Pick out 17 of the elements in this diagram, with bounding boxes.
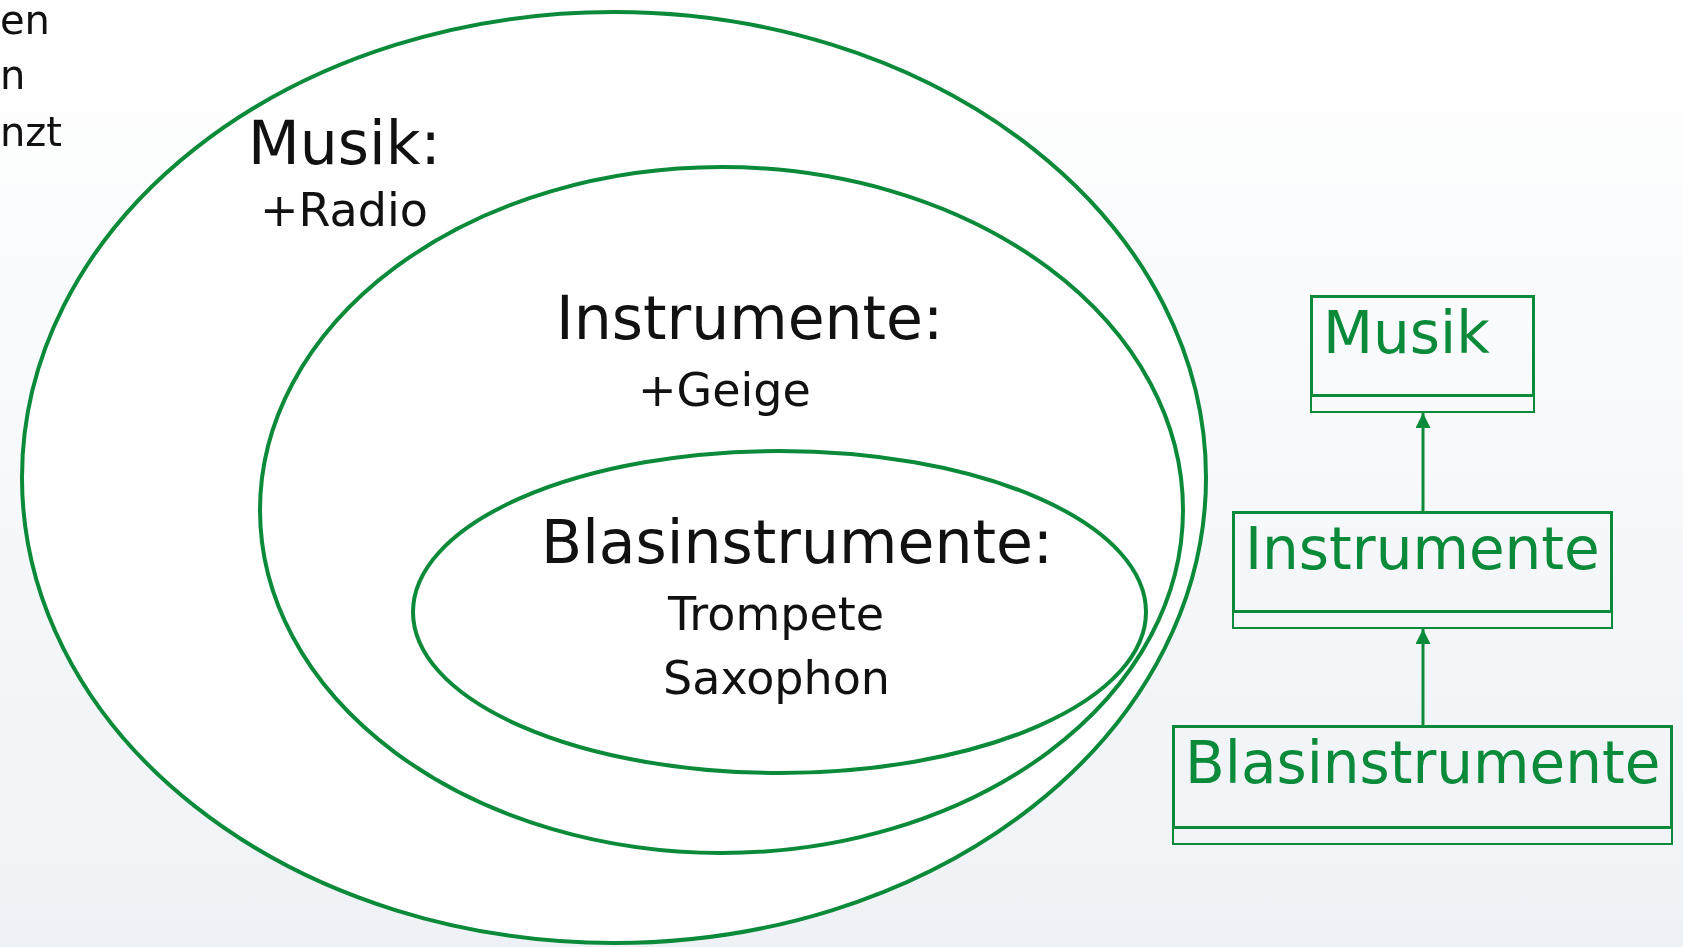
text-fragment: n — [0, 55, 26, 95]
set-ellipse — [258, 165, 1185, 855]
set-member: Saxophon — [663, 653, 890, 704]
set-member: Trompete — [668, 589, 885, 640]
set-title: Blasinstrumente: — [541, 509, 1054, 575]
class-name: Musik — [1310, 295, 1535, 397]
set-member: +Radio — [260, 185, 428, 236]
set-ellipse — [411, 449, 1148, 775]
set-member: +Geige — [638, 365, 811, 416]
text-fragment: nzt — [0, 112, 63, 152]
set-title: Musik: — [248, 110, 441, 176]
class-name: Instrumente — [1232, 511, 1613, 613]
text-fragment: en — [0, 0, 50, 40]
arrow — [1415, 413, 1431, 511]
arrow — [1415, 629, 1431, 725]
class-name: Blasinstrumente — [1172, 725, 1673, 829]
set-title: Instrumente: — [556, 285, 944, 351]
